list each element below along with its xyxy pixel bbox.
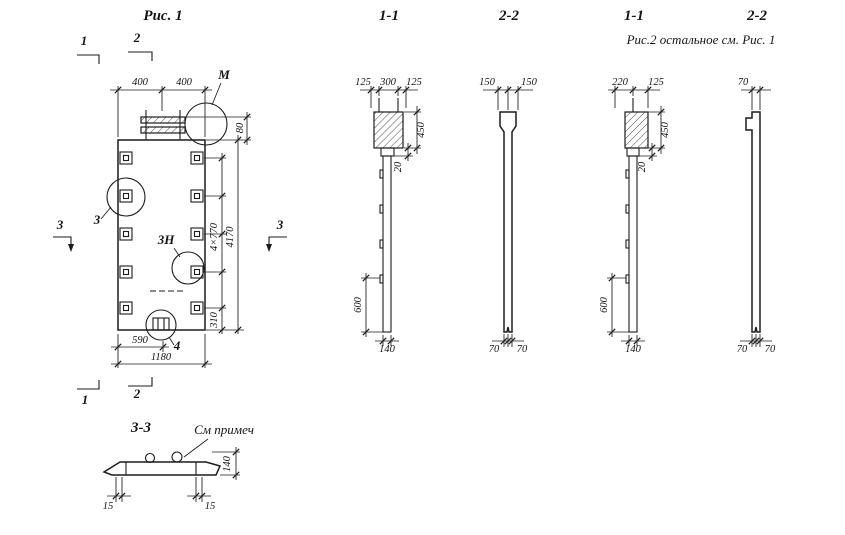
dim-1180: 1180 <box>151 352 172 363</box>
stem-notches <box>379 169 384 284</box>
dim-400-left: 400 <box>132 77 149 88</box>
dim-20: 20 <box>393 161 404 172</box>
figure-1-plan: Рис. 1 1 2 400 400 <box>53 8 287 407</box>
section-1-1-a-title: 1-1 <box>379 8 399 24</box>
cut-arrow-right <box>266 244 272 252</box>
detail-circle-3 <box>106 177 146 217</box>
section-2-2-b: 2-2 70 70 70 <box>737 8 776 355</box>
bottom-detail-4 <box>152 317 170 331</box>
cut-marker-2-bottom: 2 <box>133 386 141 401</box>
section-stem <box>628 155 638 333</box>
mounting-element-m <box>140 110 186 140</box>
cut-line-2-bottom <box>128 377 153 387</box>
dim-300: 300 <box>379 77 397 88</box>
dim-70-right: 70 <box>765 344 776 355</box>
section-2-2-b-title: 2-2 <box>746 8 767 24</box>
section-head <box>624 111 649 149</box>
dim-125: 125 <box>648 77 664 88</box>
dim-70-right: 70 <box>517 344 528 355</box>
dim-450: 450 <box>416 121 427 138</box>
dim-15-left: 15 <box>103 501 114 512</box>
fig2-note: Рис.2 остальное см. Рис. 1 <box>626 32 776 47</box>
section-2-2-a-title: 2-2 <box>498 8 519 24</box>
leader-3 <box>100 206 112 220</box>
dim-150-left: 150 <box>479 77 496 88</box>
dim-150-right: 150 <box>521 77 538 88</box>
dim-140: 140 <box>379 344 396 355</box>
section-1-1-b: 1-1 Рис.2 остальное см. Рис. 1 220 125 4… <box>599 8 775 355</box>
fig1-top-dimension: 400 400 <box>110 77 212 137</box>
leader-4 <box>168 336 175 346</box>
fig1-title: Рис. 1 <box>143 8 182 24</box>
cut-line-1-bottom <box>77 380 100 390</box>
cut-line-1-top <box>77 54 100 64</box>
cut-marker-1-bottom: 1 <box>82 392 89 407</box>
section-1-1-a: 1-1 125 300 125 450 <box>353 8 427 355</box>
section-2-2-b-bottom-dimension: 70 70 <box>737 334 776 355</box>
dim-600: 600 <box>599 296 610 313</box>
detail-circle-3n <box>171 251 205 285</box>
section-2-2-a-bottom-dimension: 70 70 <box>489 334 528 355</box>
dim-20: 20 <box>637 161 648 172</box>
stem-notches <box>625 169 630 284</box>
leader-m <box>211 82 222 106</box>
dim-80: 80 <box>235 122 246 133</box>
cut-marker-3-right: 3 <box>276 217 284 232</box>
section-step <box>380 147 395 157</box>
cut-line-2-top <box>128 51 153 61</box>
lifting-loop <box>171 451 183 463</box>
section-2-2-a-top-dimension: 150 150 <box>479 77 538 110</box>
cut-line-3-left <box>53 236 72 245</box>
section-stem <box>382 155 392 333</box>
detail-circle-4 <box>145 309 177 341</box>
cut-marker-1-top: 1 <box>81 33 88 48</box>
dim-4170: 4170 <box>225 226 236 248</box>
section-1-1-b-title: 1-1 <box>624 8 644 24</box>
dim-4x770: 4×770 <box>209 222 220 251</box>
detail-circle-m <box>184 102 228 146</box>
fig1-bottom-dimensions: 590 1180 <box>111 334 212 368</box>
dim-125-left: 125 <box>355 77 371 88</box>
section-3-3-title: 3-3 <box>130 420 151 436</box>
dim-125-right: 125 <box>406 77 422 88</box>
section-1-1-b-dimensions: 220 125 450 20 600 140 <box>599 77 671 355</box>
cut-arrow-left <box>68 244 74 252</box>
lifting-loop <box>144 452 156 464</box>
dim-450: 450 <box>660 121 671 138</box>
dim-310: 310 <box>209 311 220 329</box>
dim-140: 140 <box>222 455 233 472</box>
fig1-right-dimensions: 80 4×770 310 4170 <box>187 112 251 334</box>
cut-marker-3-left: 3 <box>56 217 64 232</box>
label-3: 3 <box>93 212 101 227</box>
label-4: 4 <box>173 338 181 353</box>
label-3n: 3Н <box>157 232 176 247</box>
label-m: М <box>217 67 230 82</box>
dim-140: 140 <box>625 344 642 355</box>
see-note-label: См примеч <box>194 422 254 437</box>
section-profile <box>745 111 761 333</box>
cut-marker-2-top: 2 <box>133 30 141 45</box>
cut-line-3-right <box>268 236 287 245</box>
dim-70-top: 70 <box>738 77 749 88</box>
dim-220: 220 <box>612 77 629 88</box>
note-leader <box>183 438 209 458</box>
dim-70-left: 70 <box>489 344 500 355</box>
edge-profile <box>102 461 222 476</box>
dim-15-right: 15 <box>205 501 216 512</box>
section-3-3-dimensions: 140 15 15 <box>103 447 240 512</box>
section-3-3: 3-3 См примеч 140 15 15 <box>102 420 254 512</box>
dim-400-right: 400 <box>176 77 193 88</box>
section-2-2-a: 2-2 150 150 70 70 <box>479 8 538 355</box>
section-head <box>373 111 404 149</box>
section-1-1-a-dimensions: 125 300 125 450 20 600 140 <box>353 77 427 355</box>
dim-70-left: 70 <box>737 344 748 355</box>
dim-590: 590 <box>132 335 149 346</box>
section-step <box>626 147 640 157</box>
section-profile <box>499 111 517 333</box>
dim-600: 600 <box>353 296 364 313</box>
leader-3n <box>173 247 181 258</box>
section-2-2-b-top-dimension: 70 <box>738 77 771 110</box>
